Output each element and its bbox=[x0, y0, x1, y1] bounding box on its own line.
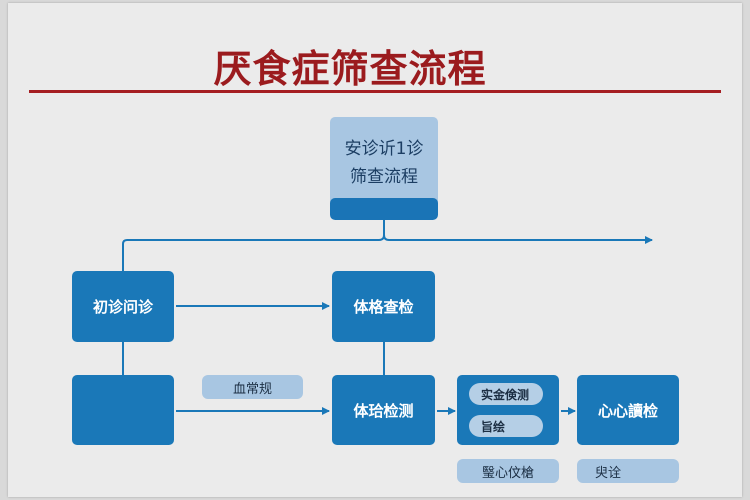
sub-test-item-1[interactable]: 实金倹测 bbox=[469, 383, 543, 405]
node-cardiac-check[interactable]: 心心讀检 bbox=[577, 375, 679, 445]
sub-test-item-2-label: 旨绘 bbox=[481, 419, 506, 434]
diagram-title: 厌食症筛查流程 bbox=[213, 47, 487, 91]
label-below-cardiac-text: 臾诠 bbox=[595, 465, 622, 481]
label-blood-routine-text: 血常规 bbox=[232, 381, 272, 397]
node-physical-exam[interactable]: 体格查检 bbox=[332, 271, 435, 342]
sub-test-item-1-label: 实金倹测 bbox=[481, 387, 530, 402]
start-node-line2: 筛查流程 bbox=[350, 167, 418, 187]
start-node-label: 安诊䜣1诊 筛查流程 bbox=[330, 135, 438, 191]
bracket-right-arrow bbox=[383, 234, 653, 244]
node-initial-consult-label: 初诊问诊 bbox=[92, 298, 153, 316]
node-lab-test[interactable]: 体珨检测 bbox=[332, 375, 435, 445]
node-cardiac-check-label: 心心讀检 bbox=[597, 401, 658, 420]
node-lab-test-label: 体珨检测 bbox=[353, 401, 414, 420]
label-below-sub-tests-text: 瑿心伩槍 bbox=[481, 465, 534, 481]
title-divider bbox=[29, 90, 721, 93]
node-initial-consult[interactable]: 初诊问诊 bbox=[72, 271, 174, 342]
node-physical-exam-label: 体格查检 bbox=[353, 298, 414, 316]
start-stem bbox=[122, 220, 385, 271]
node-sub-tests[interactable]: 实金倹测 旨绘 bbox=[457, 375, 559, 445]
label-below-sub-tests: 瑿心伩槍 bbox=[457, 459, 559, 483]
label-blood-routine: 血常规 bbox=[202, 375, 303, 399]
start-node-line1: 安诊䜣1诊 bbox=[344, 139, 424, 159]
label-below-cardiac: 臾诠 bbox=[577, 459, 679, 483]
start-node-band bbox=[330, 198, 438, 220]
start-node[interactable]: 安诊䜣1诊 筛查流程 bbox=[330, 117, 438, 220]
sub-test-item-2[interactable]: 旨绘 bbox=[469, 415, 543, 437]
node-blank[interactable] bbox=[72, 375, 174, 445]
